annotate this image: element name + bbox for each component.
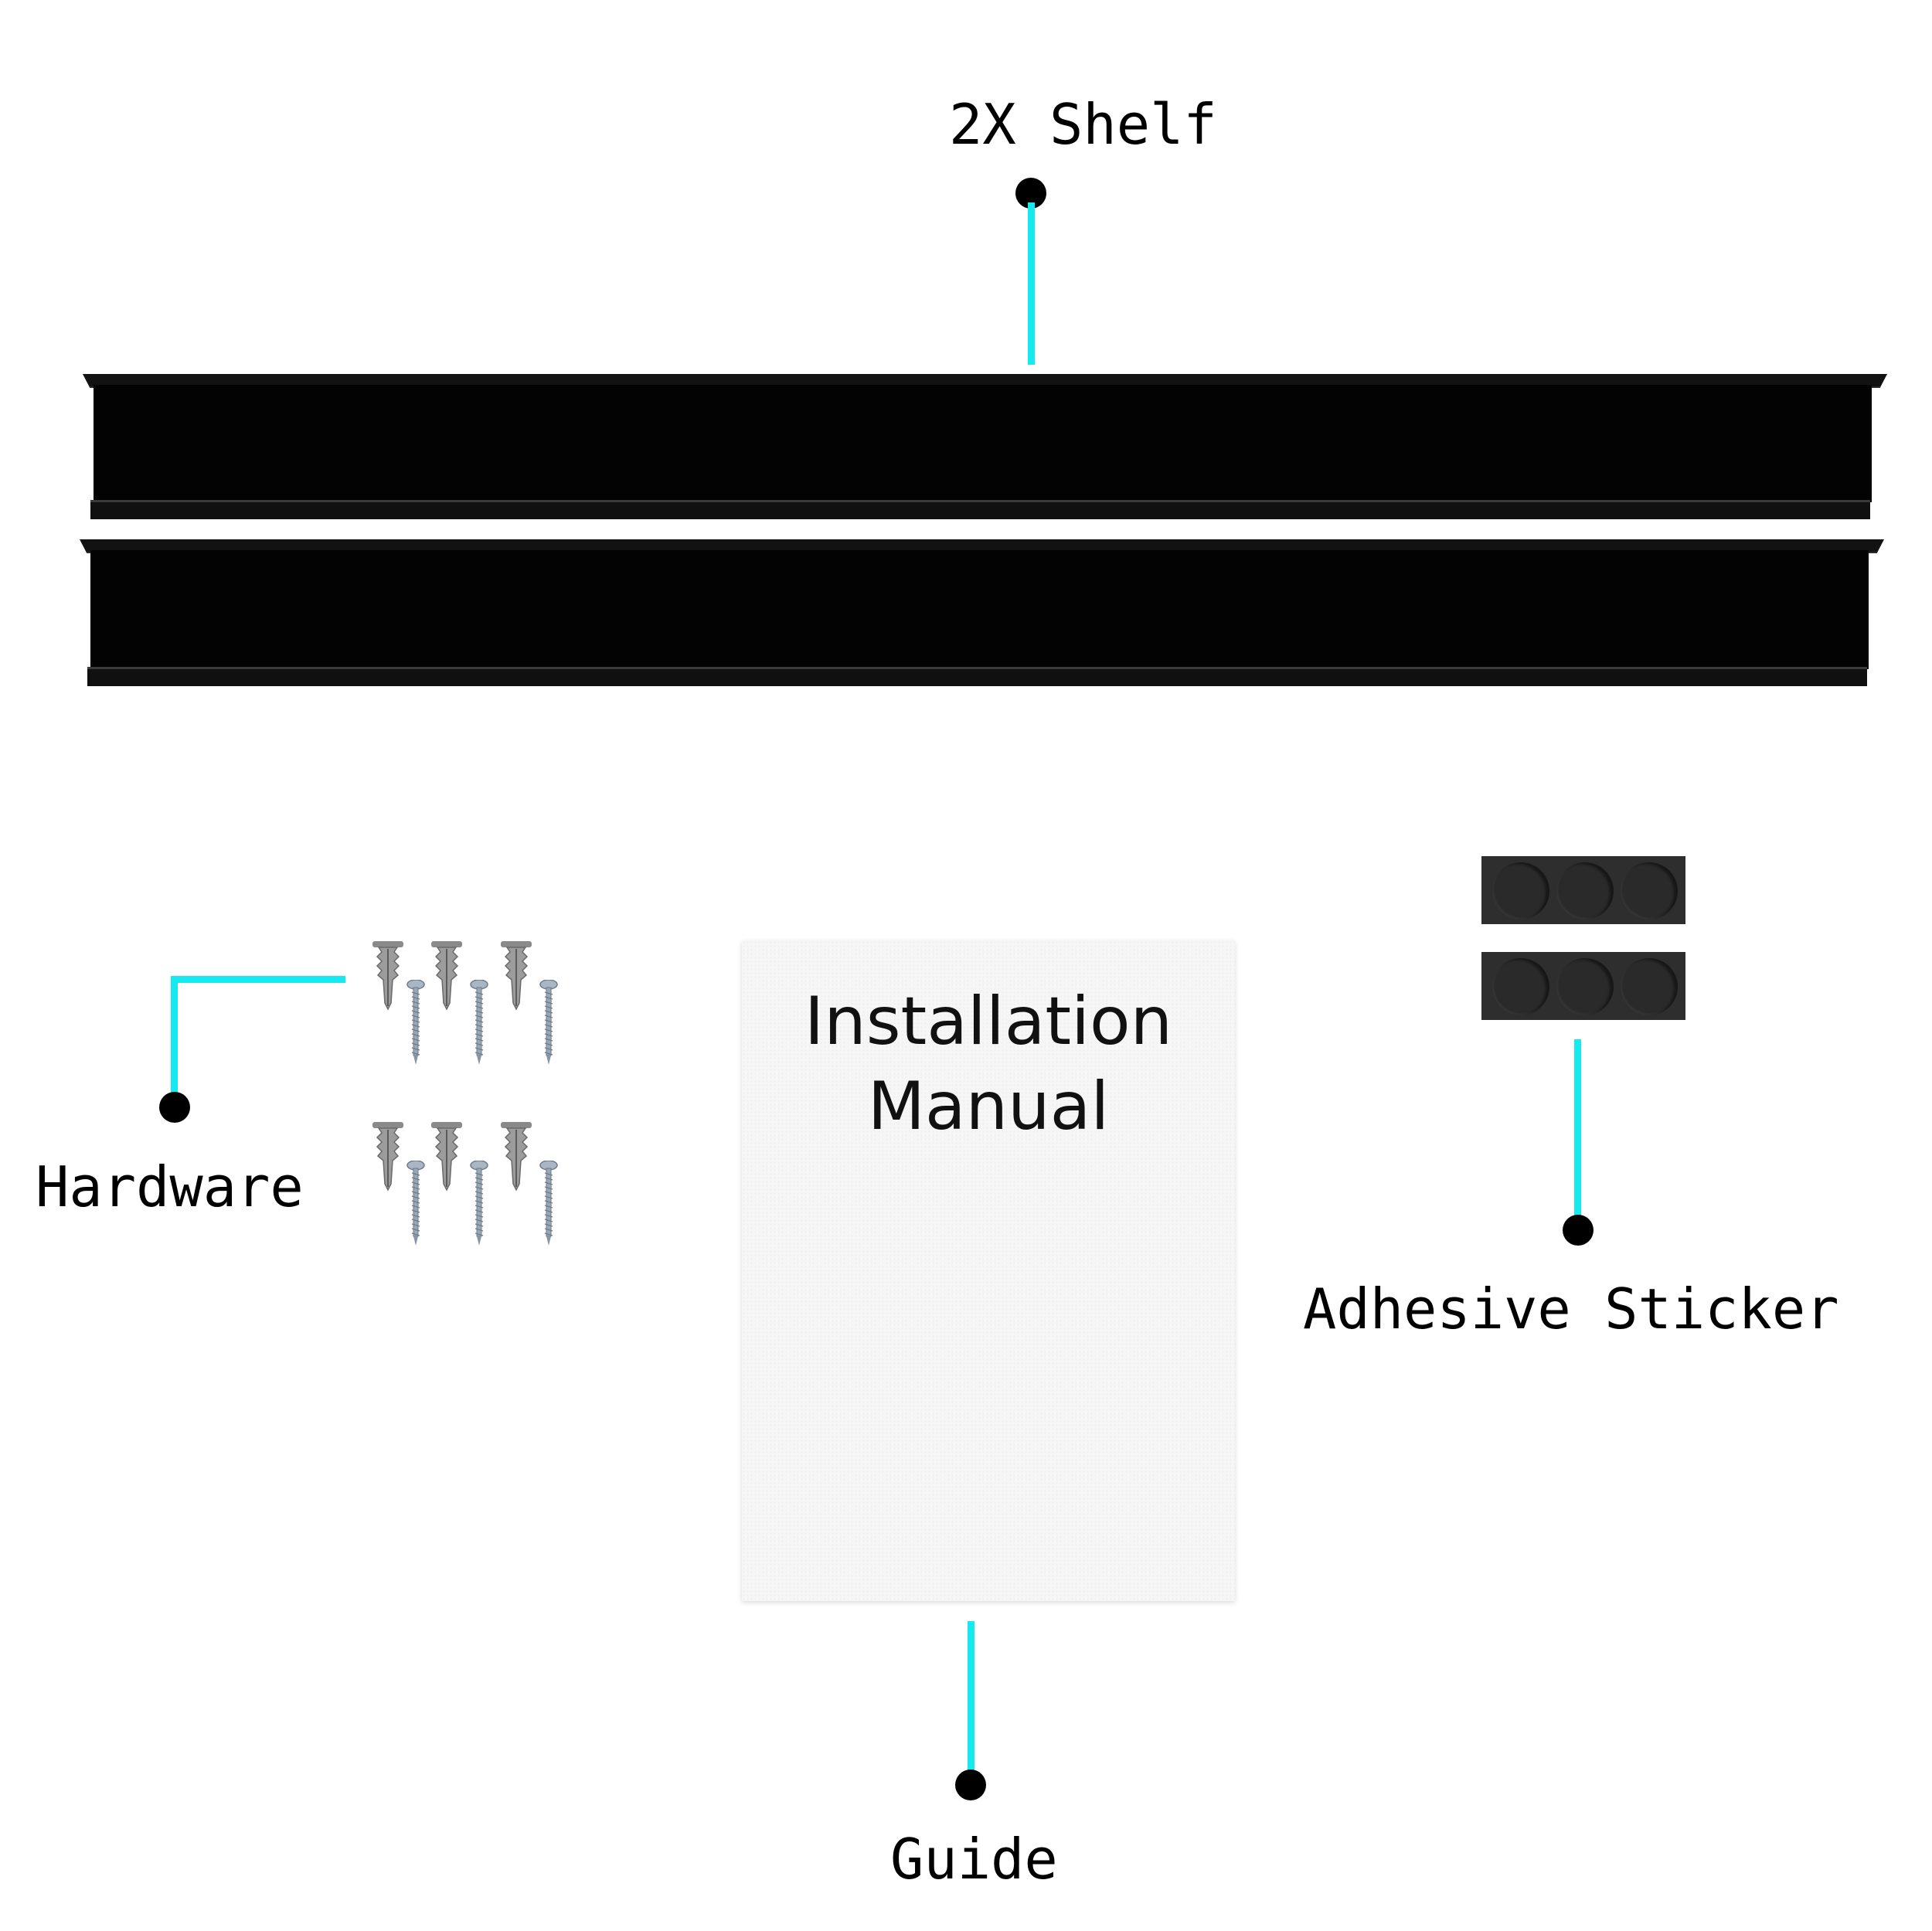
sticker-callout-dot (1563, 1215, 1594, 1246)
hardware-callout-line-vertical (171, 976, 178, 1100)
shelf-label: 2X Shelf (949, 92, 1217, 157)
manual-title: Installation Manual (742, 979, 1235, 1149)
wall-anchor-icon (499, 941, 533, 1011)
sticker-callout-line (1574, 1039, 1581, 1221)
screw-icon (470, 979, 488, 1065)
wall-anchor-icon (499, 1122, 533, 1192)
shelf-rail-top (83, 374, 1887, 519)
hardware-callout-dot (159, 1092, 190, 1123)
screw-icon (539, 979, 558, 1065)
wall-anchor-icon (430, 1122, 464, 1192)
screw-icon (406, 1160, 425, 1246)
hardware-callout-line-horizontal (171, 976, 345, 983)
installation-manual: Installation Manual (742, 940, 1235, 1601)
adhesive-pad-strip-bottom (1481, 952, 1685, 1020)
wall-anchor-icon (430, 941, 464, 1011)
screw-icon (539, 1160, 558, 1246)
shelf-rail-bottom (80, 539, 1884, 686)
sticker-label: Adhesive Sticker (1303, 1277, 1839, 1341)
manual-title-line-2: Manual (867, 1068, 1110, 1145)
wall-anchor-icon (371, 941, 405, 1011)
hardware-label: Hardware (36, 1154, 304, 1219)
shelf-callout-line (1028, 202, 1035, 365)
guide-callout-line (968, 1621, 975, 1776)
wall-anchor-icon (371, 1122, 405, 1192)
adhesive-pad-strip-top (1481, 856, 1685, 924)
guide-callout-dot (955, 1770, 986, 1800)
screw-icon (470, 1160, 488, 1246)
screw-icon (406, 979, 425, 1065)
guide-label: Guide (890, 1827, 1058, 1892)
manual-title-line-1: Installation (804, 983, 1173, 1060)
